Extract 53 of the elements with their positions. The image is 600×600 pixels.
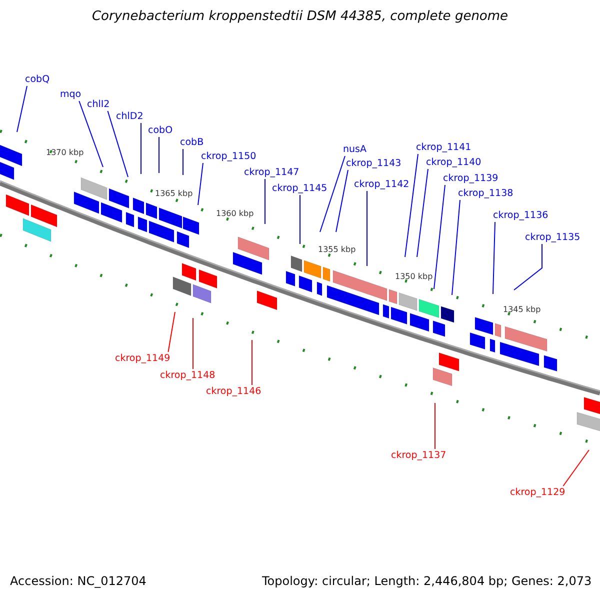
gene-label: chlD2 xyxy=(116,110,144,123)
gene-label: ckrop_1142 xyxy=(354,178,410,191)
leader-line xyxy=(168,312,176,352)
leader-line xyxy=(320,156,346,232)
gene-label: ckrop_1140 xyxy=(426,156,482,169)
gene-label: ckrop_1138 xyxy=(458,187,514,200)
leader-line xyxy=(492,222,496,294)
title: Corynebacterium kroppenstedtii DSM 44385, complete genome xyxy=(90,10,510,23)
leader-line xyxy=(434,184,446,290)
leader-line xyxy=(140,122,142,174)
leader-line xyxy=(404,154,418,258)
position-label: 1370 kbp xyxy=(46,147,84,159)
gene-label: cobB xyxy=(180,136,204,149)
leader-line xyxy=(514,244,542,290)
position-label: 1355 kbp xyxy=(318,244,356,256)
gene-label: ckrop_1148 xyxy=(160,369,216,382)
gene-label: chlI2 xyxy=(87,98,110,111)
gene-label: ckrop_1136 xyxy=(493,209,548,222)
gene-label: cobO xyxy=(148,124,173,137)
gene-label: ckrop_1150 xyxy=(201,150,256,163)
gene-label: ckrop_1145 xyxy=(272,182,328,195)
position-label: 1345 kbp xyxy=(503,304,541,316)
gene-label: ckrop_1137 xyxy=(391,449,446,462)
footer-text: Topology: circular; Length: 2,446,804 bp; Genes: 2,073 xyxy=(262,575,592,588)
gene-label: ckrop_1129 xyxy=(510,486,566,499)
leader-line xyxy=(78,100,104,168)
position-label: 1365 kbp xyxy=(155,188,193,200)
leader-line xyxy=(452,200,460,296)
gene-label: ckrop_1141 xyxy=(416,141,472,154)
gene-label: cobQ xyxy=(25,73,50,86)
leader-line xyxy=(107,110,128,178)
gene-label: ckrop_1149 xyxy=(115,352,170,365)
gene-label: ckrop_1143 xyxy=(346,157,402,170)
gene-label: nusA xyxy=(343,143,366,156)
gene-label: ckrop_1147 xyxy=(244,166,300,179)
footer-text: Accession: NC_012704 xyxy=(10,575,146,588)
leader-line xyxy=(416,168,428,258)
leader-line xyxy=(158,136,160,174)
leader-line xyxy=(366,190,368,266)
position-label: 1360 kbp xyxy=(216,208,254,220)
leader-line xyxy=(16,86,28,132)
gene-label: mqo xyxy=(60,88,82,101)
leader-line xyxy=(182,148,184,176)
leader-line xyxy=(434,402,436,450)
leader-line xyxy=(562,450,590,486)
position-label: 1350 kbp xyxy=(395,271,433,283)
gene-label: ckrop_1139 xyxy=(443,172,498,185)
leader-line xyxy=(336,170,348,232)
leader-line xyxy=(198,162,204,206)
leader-line xyxy=(264,178,266,224)
leader-line xyxy=(192,318,194,370)
gene-label: ckrop_1146 xyxy=(206,385,262,398)
gene-label: ckrop_1135 xyxy=(525,231,580,244)
